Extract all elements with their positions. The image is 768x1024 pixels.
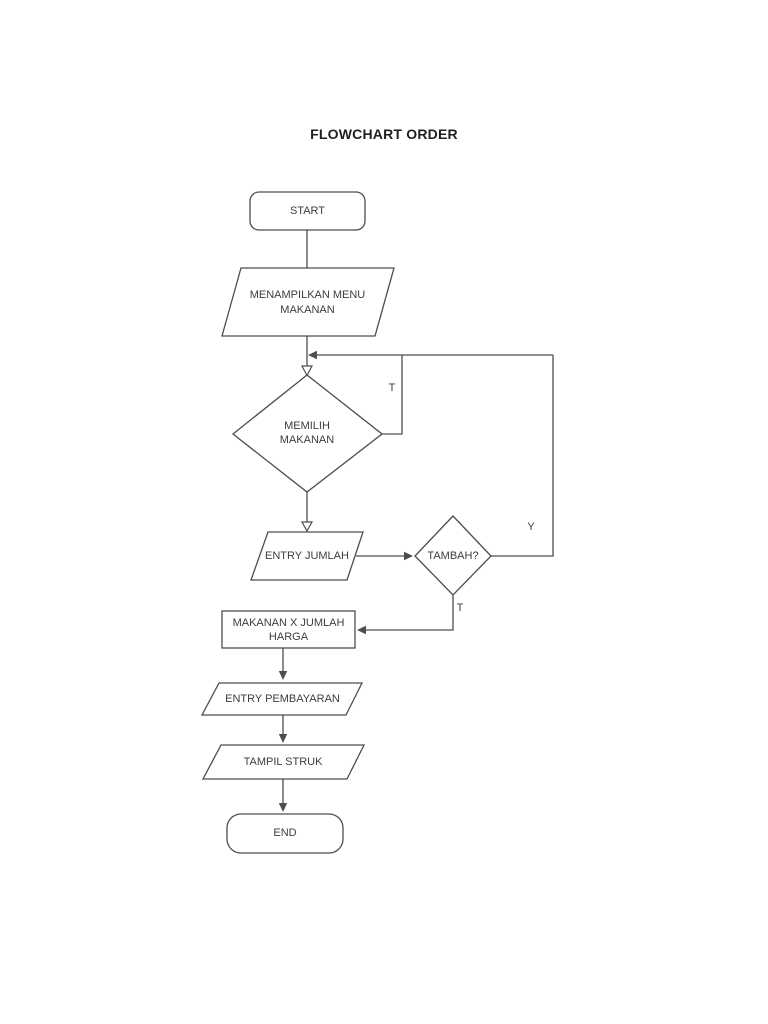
edge-tambah-yes-loop	[491, 355, 554, 557]
start-terminator-shape	[249, 191, 366, 231]
makanan-x-jumlah-process-shape	[221, 610, 356, 649]
entry-pembayaran-node-label: ENTRY PEMBAYARAN	[225, 692, 340, 705]
entry-jumlah-node-label: ENTRY JUMLAH	[265, 550, 349, 563]
menampilkan-menu-io-shape	[221, 267, 395, 337]
edge-tambah-no-branch	[366, 595, 454, 631]
memilih-loop-t-label: T	[388, 382, 396, 394]
start-node-label: START	[289, 204, 326, 217]
arrowhead-left-into-junction	[308, 350, 317, 360]
memilih-makanan-decision-shape	[231, 374, 384, 493]
arrowhead-left-into-makanan	[357, 625, 366, 635]
menampilkan-menu-node-label: MENAMPILKAN MENU MAKANAN	[249, 289, 366, 316]
arrowhead-hollow-into-memilih	[301, 365, 313, 377]
entry-pembayaran-io-shape	[200, 682, 364, 716]
edge-memilih-loop-t	[382, 355, 403, 435]
tampil-struk-io-shape	[201, 744, 366, 780]
tambah-decision-shape	[414, 515, 492, 596]
tambah-no-t-label: T	[456, 602, 464, 614]
arrowhead-hollow-into-entryjumlah	[300, 521, 314, 533]
tambah-node-label: TAMBAH?	[427, 549, 479, 562]
end-node-label: END	[273, 827, 297, 840]
makanan-x-jumlah-node-label: MAKANAN X JUMLAH HARGA	[232, 616, 345, 643]
tampil-struk-node-label: TAMPIL STRUK	[243, 755, 323, 768]
tambah-yes-y-label: Y	[527, 521, 535, 533]
page-title: FLOWCHART ORDER	[310, 126, 458, 142]
memilih-makanan-node-label: MEMILIH MAKANAN	[279, 419, 335, 446]
end-terminator-shape	[226, 813, 344, 854]
arrowhead-down-into-end	[278, 803, 288, 812]
arrowhead-right-into-tambah	[404, 551, 413, 561]
arrowhead-down-into-pembayaran	[278, 671, 288, 680]
arrowhead-down-into-struk	[278, 734, 288, 743]
entry-jumlah-io-shape	[250, 531, 364, 581]
